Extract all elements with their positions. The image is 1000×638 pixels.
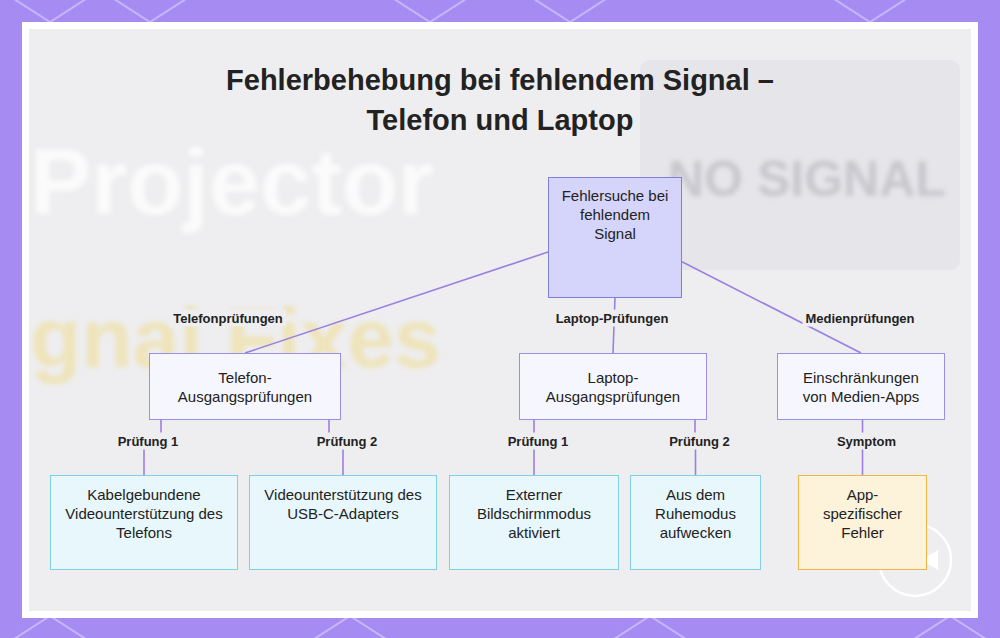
connector-line [245, 252, 548, 353]
node-text: Einschränkungen von Medien-Apps [790, 368, 932, 406]
connector-line [682, 262, 861, 353]
node-text: Videounterstützung des USB-C-Adapters [260, 485, 426, 523]
category-box: Laptop-Ausgangsprüfungen [519, 353, 707, 420]
edge-label: Telefonprüfungen [170, 310, 286, 327]
check-box: Aus dem Ruhemodus aufwecken [630, 475, 761, 570]
connector [682, 262, 861, 353]
node-text: App-spezifischer Fehler [809, 485, 916, 542]
check-box: Externer Bildschirmmodus aktiviert [449, 475, 619, 570]
card-border [22, 22, 978, 618]
check-box: Videounterstützung des USB-C-Adapters [249, 475, 437, 570]
background-text: Projector [30, 130, 434, 235]
edge-label: Prüfung 2 [666, 433, 733, 450]
category-box: Einschränkungen von Medien-Apps [777, 353, 945, 420]
node-text: Fehlersuche bei fehlendem Signal [559, 186, 671, 243]
node-text: Aus dem Ruhemodus aufwecken [641, 485, 750, 542]
node-text: Laptop-Ausgangsprüfungen [532, 368, 694, 406]
edge-label: Symptom [834, 433, 899, 450]
edge-label: Prüfung 2 [314, 433, 381, 450]
root-box: Fehlersuche bei fehlendem Signal [548, 177, 682, 298]
check-box: Kabelgebundene Videounterstützung des Te… [50, 475, 238, 570]
edge-label: Prüfung 1 [505, 433, 572, 450]
symptom-box: App-spezifischer Fehler [798, 475, 927, 570]
card [29, 29, 971, 611]
edge-label: Laptop-Prüfungen [553, 310, 672, 327]
node-text: Kabelgebundene Videounterstützung des Te… [61, 485, 227, 542]
connector [245, 252, 548, 353]
edge-label: Medienprüfungen [802, 310, 917, 327]
node-text: Telefon-Ausgangsprüfungen [162, 368, 328, 406]
category-box: Telefon-Ausgangsprüfungen [149, 353, 341, 420]
background-text: NO SIGNAL [668, 150, 946, 208]
edge-label: Prüfung 1 [115, 433, 182, 450]
diagram-title: Fehlerbehebung bei fehlendem Signal – Te… [200, 60, 800, 140]
node-text: Externer Bildschirmmodus aktiviert [460, 485, 608, 542]
